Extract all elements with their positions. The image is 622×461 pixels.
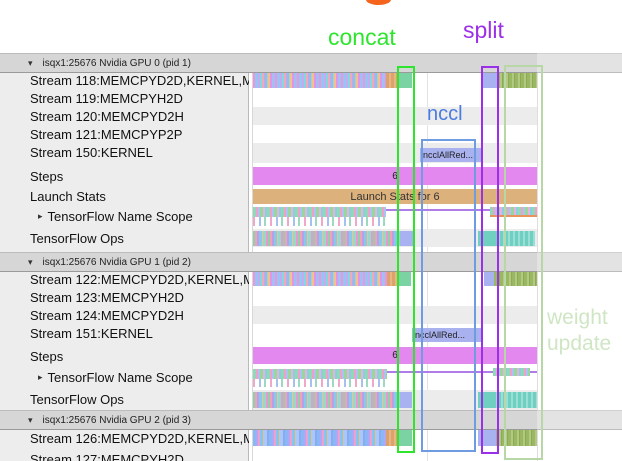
section-header-label: isqx1:25676 Nvidia GPU 0 (pid 1) [42, 57, 191, 69]
row-label-tf-name-scope[interactable]: ▸ TensorFlow Name Scope [38, 206, 257, 226]
nccl-annotation-label: nccl [427, 103, 463, 125]
name-scope-strip-gpu0[interactable] [253, 207, 386, 217]
event-strip-stream122[interactable] [253, 272, 387, 286]
row-label-stream-120: Stream 120:MEMCPYD2H [30, 108, 184, 124]
event-split-stream122[interactable] [484, 272, 494, 286]
launch-stats-bar-gpu0[interactable]: Launch Stats for 6 [253, 189, 537, 204]
section-header-margin [537, 53, 622, 73]
ops-strip-gpu1[interactable] [253, 392, 400, 408]
steps-bar-gpu0[interactable]: 6 [253, 167, 537, 185]
section-header-gpu0[interactable]: ▾ isqx1:25676 Nvidia GPU 0 (pid 1) [0, 53, 537, 73]
expand-triangle-icon[interactable]: ▸ [38, 371, 43, 382]
row-strip [253, 306, 537, 324]
row-label-steps: Steps [30, 168, 64, 184]
event-concat-stream118[interactable] [398, 73, 412, 88]
name-scope-underline-gpu0 [490, 215, 537, 217]
row-label-stream-118: Stream 118:MEMCPYD2D,KERNEL,ME [30, 72, 249, 88]
row-label-tf-ops: TensorFlow Ops [30, 391, 124, 407]
weight-update-annotation-label-line1: weight [547, 306, 608, 329]
concat-annotation-label: concat [328, 24, 396, 50]
event-concat-stream122[interactable] [399, 272, 411, 286]
tf-name-scope-label: TensorFlow Name Scope [47, 208, 193, 224]
row-label-steps: Steps [30, 348, 64, 364]
name-scope-line-gpu1 [387, 371, 537, 373]
event-concat-stream126[interactable] [398, 430, 412, 446]
event-weight-update-stream118[interactable] [497, 73, 537, 88]
row-label-stream-126: Stream 126:MEMCPYD2D,KERNEL,MI [30, 430, 249, 446]
expand-triangle-icon[interactable]: ▸ [38, 210, 43, 221]
split-annotation-box [481, 66, 499, 454]
event-strip-stream126[interactable] [253, 430, 386, 446]
name-scope-right-gpu0[interactable] [490, 207, 537, 215]
name-scope-line-gpu0 [386, 209, 537, 211]
event-orange-stream118[interactable] [386, 73, 398, 88]
section-header-label: isqx1:25676 Nvidia GPU 2 (pid 3) [42, 414, 191, 426]
collapse-triangle-icon[interactable]: ▾ [28, 414, 33, 425]
name-scope-right-gpu1[interactable] [493, 368, 530, 376]
steps-bar-gpu1[interactable]: 6 [253, 347, 537, 364]
weight-update-annotation-label-line2: update [547, 332, 612, 355]
collapse-triangle-icon[interactable]: ▾ [28, 256, 33, 267]
name-scope-ragged-gpu1[interactable] [253, 379, 387, 387]
concat-annotation-box [397, 66, 415, 453]
split-annotation-label: split [463, 17, 504, 43]
row-label-launch-stats: Launch Stats [30, 188, 106, 204]
row-label-tf-name-scope[interactable]: ▸ TensorFlow Name Scope [38, 367, 257, 387]
row-label-stream-121: Stream 121:MEMCPYP2P [30, 126, 183, 142]
row-label-stream-127: Stream 127:MEMCPYH2D [30, 451, 184, 461]
ops-blue-gpu0[interactable] [400, 231, 413, 246]
nccl-allreduce-bar-gpu0[interactable]: ncclAllRed... [420, 148, 481, 162]
row-label-stream-119: Stream 119:MEMCPYH2D [30, 90, 183, 106]
row-label-stream-151: Stream 151:KERNEL [30, 325, 153, 341]
ops-strip-gpu0[interactable] [253, 231, 400, 246]
section-header-margin [537, 410, 622, 430]
event-orange-stream126[interactable] [386, 430, 398, 446]
section-header-gpu2[interactable]: ▾ isqx1:25676 Nvidia GPU 2 (pid 3) [0, 410, 537, 430]
section-header-margin [537, 252, 622, 272]
section-header-label: isqx1:25676 Nvidia GPU 1 (pid 2) [42, 256, 191, 268]
nccl-annotation-box [421, 139, 476, 452]
event-weight-update-stream126[interactable] [496, 430, 537, 446]
event-split-stream118[interactable] [483, 73, 497, 88]
event-strip-stream118[interactable] [253, 73, 386, 88]
event-orange-stream122[interactable] [387, 272, 399, 286]
tf-name-scope-label: TensorFlow Name Scope [47, 369, 193, 385]
row-label-tf-ops: TensorFlow Ops [30, 230, 124, 246]
name-scope-ragged-gpu0[interactable] [253, 217, 386, 226]
ops-blue-gpu1[interactable] [400, 392, 412, 408]
nccl-allreduce-bar-gpu1[interactable]: ncclAllRed... [412, 328, 483, 342]
cropped-title-fragment [366, 0, 391, 5]
row-label-stream-150: Stream 150:KERNEL [30, 144, 153, 160]
name-scope-strip-gpu1[interactable] [253, 369, 387, 379]
section-header-gpu1[interactable]: ▾ isqx1:25676 Nvidia GPU 1 (pid 2) [0, 252, 537, 272]
row-label-stream-123: Stream 123:MEMCPYH2D [30, 289, 184, 305]
collapse-triangle-icon[interactable]: ▾ [28, 57, 33, 68]
row-strip [253, 107, 537, 125]
weight-update-annotation-box [504, 65, 543, 460]
row-label-stream-124: Stream 124:MEMCPYD2H [30, 307, 184, 323]
row-label-stream-122: Stream 122:MEMCPYD2D,KERNEL,MI [30, 271, 249, 287]
